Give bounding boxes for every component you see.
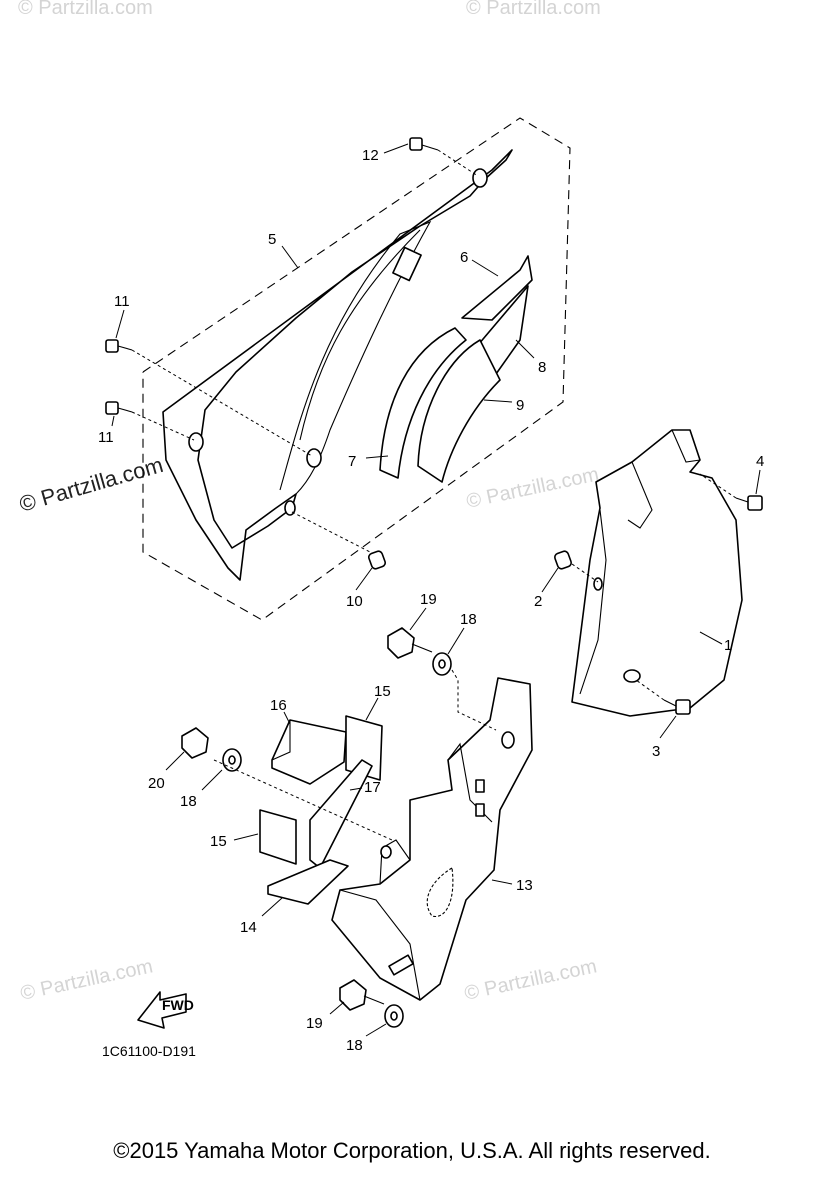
fwd-label: FWD <box>162 997 194 1013</box>
callout-6: 6 <box>460 249 468 266</box>
grommet-hole-upper <box>472 168 488 188</box>
callout-15-lower: 15 <box>210 833 227 850</box>
side-cover-upper-group <box>142 117 571 621</box>
bolt-part-19-lower <box>339 979 385 1011</box>
callout-2: 2 <box>534 593 542 610</box>
watermark-bottom-left: © Partzilla.com <box>18 955 154 1005</box>
graphic-part-6 <box>461 255 533 321</box>
callout-5: 5 <box>268 231 276 248</box>
bolt-part-4 <box>699 473 763 511</box>
bolt-part-11-lower <box>105 401 195 441</box>
fwd-arrow-icon: FWD <box>137 991 194 1029</box>
bolt-part-11-upper <box>105 339 313 457</box>
pad-part-15-lower <box>259 809 297 865</box>
pad-part-15-upper <box>345 715 383 781</box>
side-cover-rib-2 <box>299 229 421 441</box>
side-cover-part-1 <box>571 429 743 717</box>
grommet-hole-mid <box>306 448 322 468</box>
pad-part-14 <box>267 859 349 905</box>
callout-12: 12 <box>362 147 379 164</box>
bolt-part-3 <box>635 679 691 715</box>
bolt-part-12 <box>409 137 479 177</box>
washer-part-18-mid <box>222 748 242 772</box>
callout-3: 3 <box>652 743 660 760</box>
copyright-footer: ©2015 Yamaha Motor Corporation, U.S.A. A… <box>113 1138 711 1163</box>
alignment-line-lower <box>213 759 393 841</box>
callout-18-lower: 18 <box>346 1037 363 1054</box>
callout-11-lower: 11 <box>98 429 114 446</box>
nut-part-20 <box>181 727 209 759</box>
callout-8: 8 <box>538 359 546 376</box>
collar-part-2 <box>554 550 599 583</box>
callout-7: 7 <box>348 453 356 470</box>
bracket-part-13 <box>331 677 533 1001</box>
callout-14: 14 <box>240 919 257 936</box>
callout-9: 9 <box>516 397 524 414</box>
watermark-mid: © Partzilla.com <box>464 463 600 513</box>
callout-11-upper: 11 <box>114 293 130 310</box>
callout-10: 10 <box>346 593 363 610</box>
callout-20: 20 <box>148 775 165 792</box>
graphic-part-7 <box>379 327 467 479</box>
grommet-hole-front <box>188 432 204 452</box>
callout-18-upper: 18 <box>460 611 477 628</box>
diagram-code: 1C61100-D191 <box>102 1043 196 1059</box>
pad-part-16 <box>271 719 347 785</box>
callout-16: 16 <box>270 697 287 714</box>
callout-15-upper: 15 <box>374 683 391 700</box>
callout-19-upper: 19 <box>420 591 437 608</box>
plate-part-17 <box>309 759 373 869</box>
dashed-outline <box>142 117 571 621</box>
grommet-hole-low <box>284 500 296 516</box>
watermark-bottom-right: © Partzilla.com <box>462 955 598 1005</box>
cover-slot <box>392 246 422 282</box>
collar-part-10 <box>291 511 386 570</box>
callout-18-mid: 18 <box>180 793 197 810</box>
watermark-top-right: © Partzilla.com <box>466 0 601 19</box>
washer-part-18-lower <box>384 1004 404 1028</box>
callout-13: 13 <box>516 877 533 894</box>
bolt-part-19-upper <box>387 627 433 659</box>
graphic-part-9 <box>417 339 501 483</box>
callout-19-lower: 19 <box>306 1015 323 1032</box>
callout-4: 4 <box>756 453 764 470</box>
washer-part-18-upper <box>432 652 497 731</box>
callout-17: 17 <box>364 779 381 796</box>
watermark-top-left: © Partzilla.com <box>18 0 153 19</box>
callout-1: 1 <box>724 637 732 654</box>
